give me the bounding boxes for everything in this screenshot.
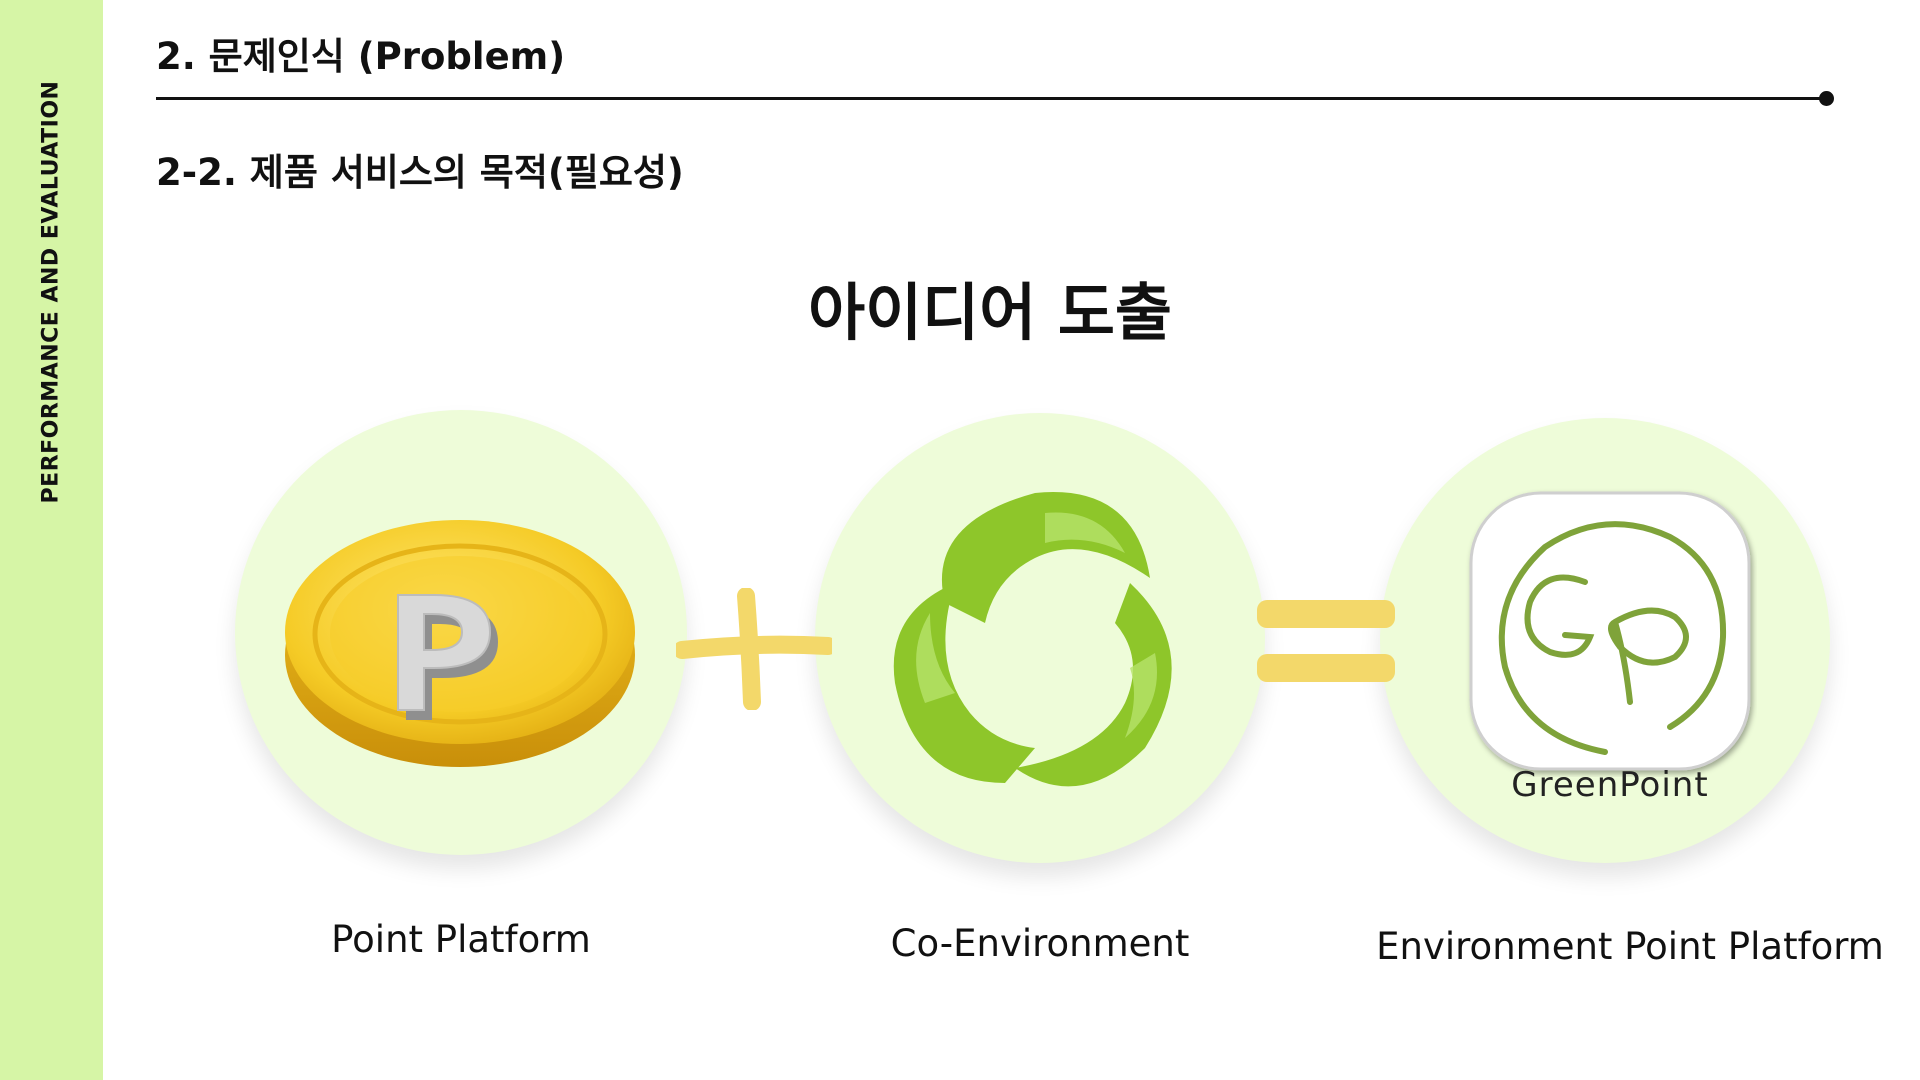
coin-p-icon	[285, 520, 635, 767]
sidebar-vertical-label: PERFORMANCE AND EVALUATION	[38, 80, 64, 504]
greenpoint-logo-text: GreenPoint	[1511, 765, 1709, 805]
environment-point-platform-label: Environment Point Platform	[1376, 925, 1884, 968]
co-environment-circle	[815, 413, 1265, 863]
section-heading: 2. 문제인식 (Problem)	[156, 35, 566, 78]
recycle-leaf-icon	[893, 492, 1172, 787]
equals-icon-bottom	[1257, 654, 1395, 682]
idea-title: 아이디어 도출	[808, 276, 1172, 349]
point-platform-label: Point Platform	[331, 918, 591, 961]
greenpoint-logo-icon	[1469, 491, 1751, 771]
heading-divider	[156, 97, 1828, 100]
sidebar: PERFORMANCE AND EVALUATION	[0, 0, 103, 1080]
divider-end-dot	[1819, 91, 1834, 106]
equals-icon-top	[1257, 600, 1395, 628]
plus-icon	[676, 588, 832, 710]
co-environment-label: Co-Environment	[890, 922, 1190, 965]
subsection-heading: 2-2. 제품 서비스의 목적(필요성)	[156, 151, 684, 194]
